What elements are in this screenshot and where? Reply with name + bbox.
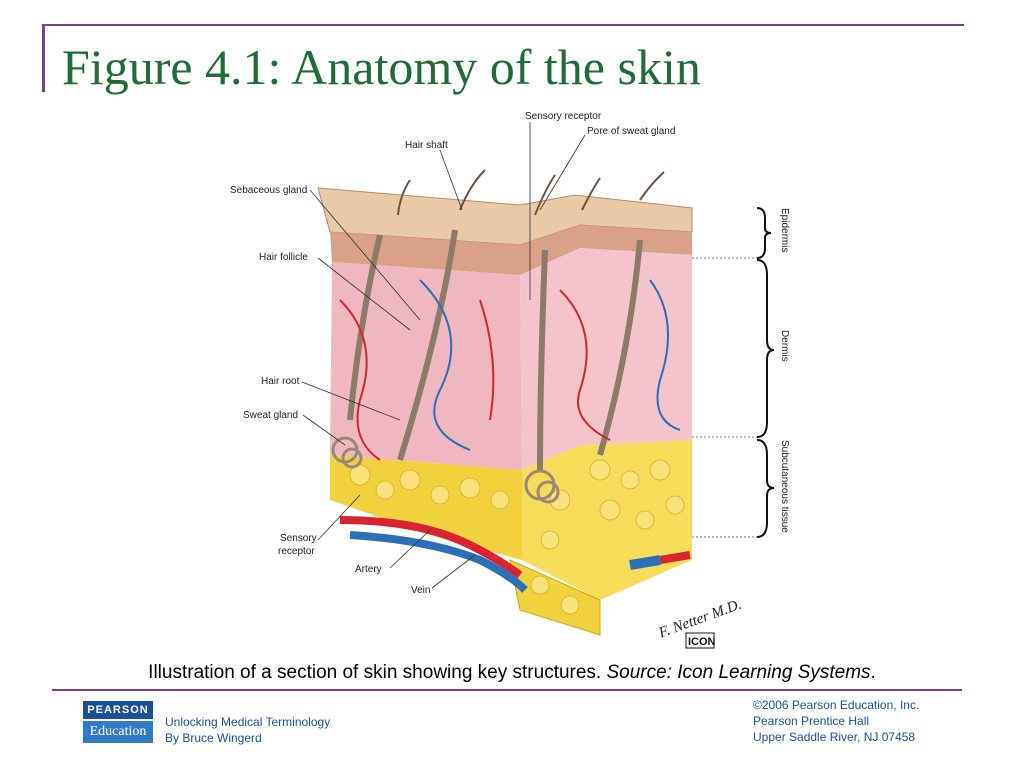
layer-label-dermis: Dermis	[779, 330, 790, 362]
book-title: Unlocking Medical Terminology	[165, 715, 331, 729]
label-sensory-receptor-top: Sensory receptor	[525, 111, 602, 122]
layer-brackets	[756, 207, 775, 538]
label-artery: Artery	[355, 564, 382, 575]
label-vein: Vein	[411, 585, 430, 596]
layer-label-subcutaneous: Subcutaneous tissue	[779, 440, 790, 533]
label-hair-follicle: Hair follicle	[259, 252, 308, 263]
figure-caption: Illustration of a section of skin showin…	[0, 662, 1024, 684]
leader-lines	[301, 122, 586, 589]
label-pore-of-sweat-gland: Pore of sweat gland	[587, 126, 675, 137]
title-frame-left	[42, 24, 45, 92]
logo-top-text: PEARSON	[83, 701, 153, 719]
label-hair-root: Hair root	[261, 376, 300, 387]
layer-divider-lines	[692, 257, 757, 538]
copyright-line: ©2006 Pearson Education, Inc.	[753, 698, 920, 712]
title-frame-top	[44, 24, 964, 26]
caption-source: Source: Icon Learning Systems	[606, 662, 871, 683]
footer-left: Unlocking Medical Terminology By Bruce W…	[165, 714, 330, 746]
page-title: Figure 4.1: Anatomy of the skin	[62, 39, 701, 95]
layer-label-epidermis: Epidermis	[779, 208, 790, 252]
footer-right: ©2006 Pearson Education, Inc. Pearson Pr…	[753, 697, 919, 745]
icon-logo: ICON	[685, 632, 716, 649]
footer-rule	[52, 689, 962, 691]
label-sebaceous-gland: Sebaceous gland	[230, 185, 307, 196]
skin-block	[317, 169, 693, 636]
publisher-line: Pearson Prentice Hall	[753, 714, 870, 728]
book-author: By Bruce Wingerd	[165, 731, 262, 745]
caption-end: .	[870, 662, 876, 683]
icon-logo-text: ICON	[688, 636, 716, 648]
pearson-logo: PEARSON Education	[83, 701, 153, 743]
label-hair-shaft: Hair shaft	[405, 140, 448, 151]
label-sensory-receptor-bottom-2: receptor	[278, 546, 315, 557]
location-line: Upper Saddle River, NJ 07458	[753, 730, 916, 744]
label-sweat-gland: Sweat gland	[243, 410, 298, 421]
label-sensory-receptor-bottom-1: Sensory	[280, 533, 317, 544]
caption-text: Illustration of a section of skin showin…	[148, 662, 602, 683]
logo-bottom-text: Education	[83, 721, 153, 743]
